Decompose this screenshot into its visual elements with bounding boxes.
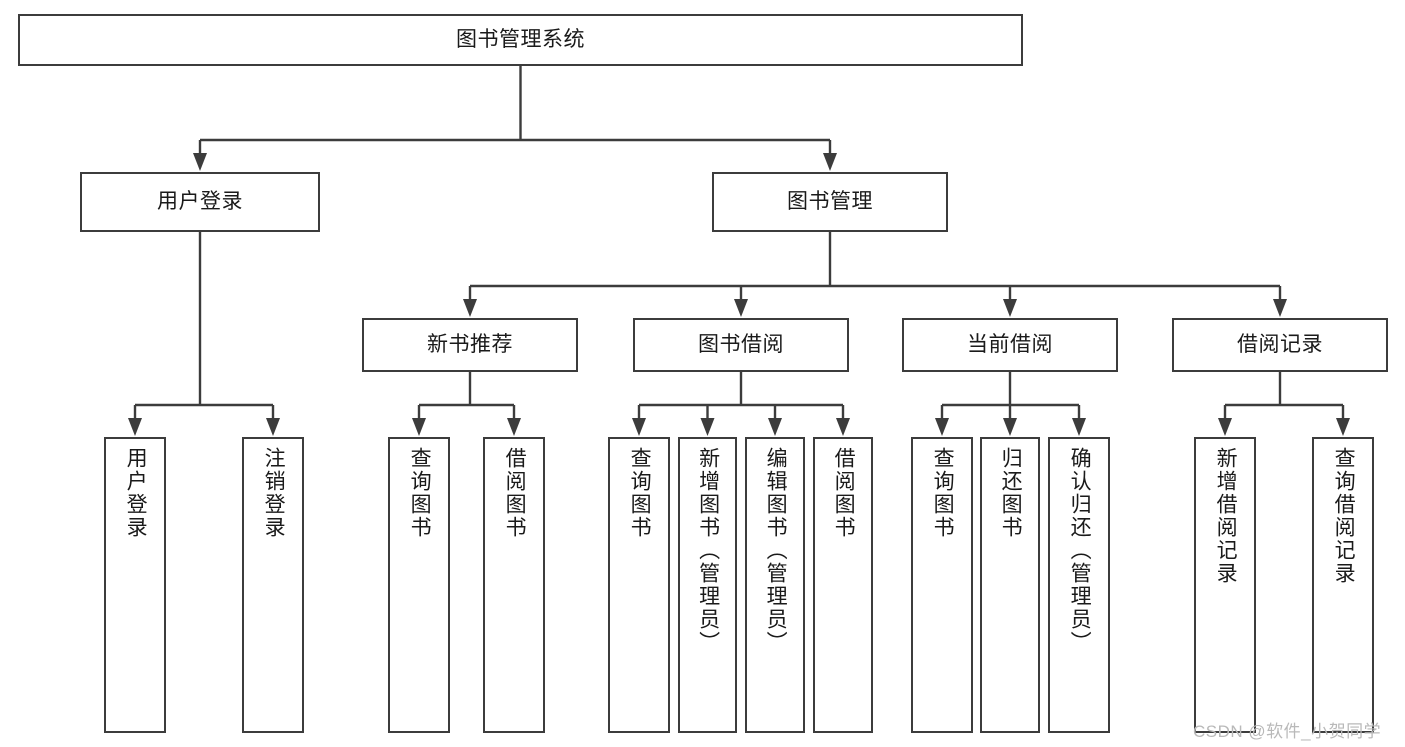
node-leaf-user-login[interactable]: 用户登录 (104, 437, 166, 733)
node-book-borrow[interactable]: 图书借阅 (633, 318, 849, 372)
node-leaf-query-3[interactable]: 查询图书 (911, 437, 973, 733)
node-leaf-edit-book[interactable]: 编辑图书（管理员） (745, 437, 805, 733)
node-label: 归还图书 (999, 447, 1023, 539)
node-label: 用户登录 (157, 190, 243, 214)
node-label: 借阅记录 (1237, 333, 1323, 357)
node-new-book-rec[interactable]: 新书推荐 (362, 318, 578, 372)
arrowhead-icon (266, 418, 280, 436)
arrowhead-icon (507, 418, 521, 436)
node-label: 新书推荐 (427, 333, 513, 357)
node-label: 图书借阅 (698, 333, 784, 357)
arrowhead-icon (1336, 418, 1350, 436)
arrowhead-icon (128, 418, 142, 436)
node-label: 当前借阅 (967, 333, 1053, 357)
node-borrow-record[interactable]: 借阅记录 (1172, 318, 1388, 372)
node-leaf-add-rec[interactable]: 新增借阅记录 (1194, 437, 1256, 733)
node-leaf-query-rec[interactable]: 查询借阅记录 (1312, 437, 1374, 733)
node-leaf-query-2[interactable]: 查询图书 (608, 437, 670, 733)
arrowhead-icon (1218, 418, 1232, 436)
node-leaf-add-book[interactable]: 新增图书（管理员） (678, 437, 737, 733)
watermark-label: CSDN @软件_小贺同学 (1193, 722, 1382, 741)
node-leaf-confirm[interactable]: 确认归还（管理员） (1048, 437, 1110, 733)
node-label: 确认归还（管理员） (1068, 447, 1092, 654)
arrowhead-icon (935, 418, 949, 436)
node-label: 图书管理系统 (456, 28, 585, 52)
arrowhead-icon (836, 418, 850, 436)
node-user-login[interactable]: 用户登录 (80, 172, 320, 232)
node-label: 查询借阅记录 (1332, 447, 1356, 585)
node-label: 用户登录 (124, 447, 148, 539)
arrowhead-icon (1003, 299, 1017, 317)
node-leaf-logout[interactable]: 注销登录 (242, 437, 304, 733)
arrowhead-icon (700, 418, 715, 436)
node-label: 编辑图书（管理员） (764, 447, 788, 654)
node-label: 查询图书 (408, 447, 432, 539)
arrowhead-icon (1003, 418, 1017, 436)
arrowhead-icon (823, 153, 837, 171)
node-label: 注销登录 (262, 447, 286, 539)
arrowhead-icon (632, 418, 646, 436)
node-label: 新增图书（管理员） (696, 447, 720, 654)
arrowhead-icon (463, 299, 477, 317)
node-label: 查询图书 (931, 447, 955, 539)
node-root[interactable]: 图书管理系统 (18, 14, 1023, 66)
node-leaf-return[interactable]: 归还图书 (980, 437, 1040, 733)
node-current-borrow[interactable]: 当前借阅 (902, 318, 1118, 372)
arrowhead-icon (412, 418, 426, 436)
arrowhead-icon (1273, 299, 1287, 317)
arrowhead-icon (193, 153, 207, 171)
node-leaf-borrow-2[interactable]: 借阅图书 (813, 437, 873, 733)
node-label: 借阅图书 (503, 447, 527, 539)
node-leaf-borrow-1[interactable]: 借阅图书 (483, 437, 545, 733)
node-label: 新增借阅记录 (1214, 447, 1238, 585)
arrowhead-icon (1072, 418, 1086, 436)
arrowhead-icon (734, 299, 748, 317)
node-leaf-query-1[interactable]: 查询图书 (388, 437, 450, 733)
node-label: 借阅图书 (832, 447, 856, 539)
node-book-manage[interactable]: 图书管理 (712, 172, 948, 232)
node-label: 图书管理 (787, 190, 873, 214)
node-label: 查询图书 (628, 447, 652, 539)
arrowhead-icon (768, 418, 782, 436)
